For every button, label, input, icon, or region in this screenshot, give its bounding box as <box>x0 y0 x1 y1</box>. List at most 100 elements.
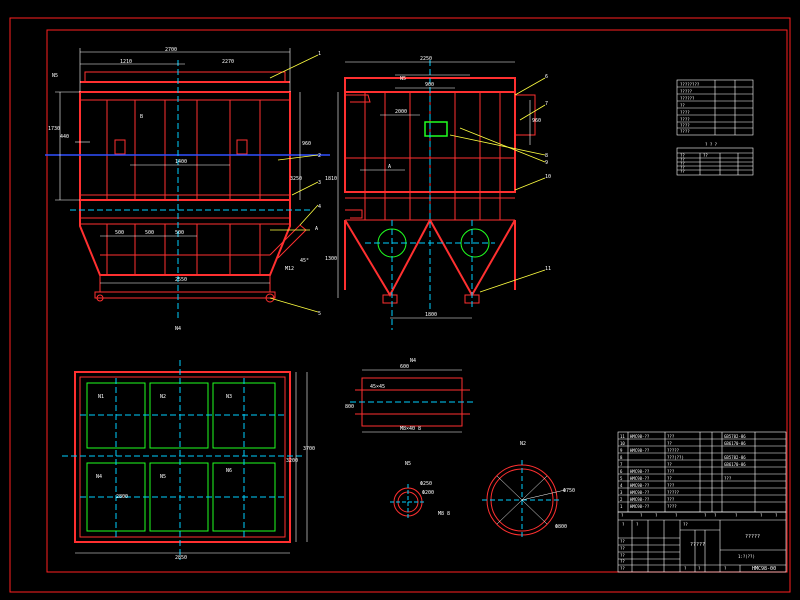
bom-row-8-no: 8 <box>620 455 623 460</box>
title-block-scale: 1:?(??) <box>738 554 755 559</box>
bom-header: ? ? ? ? ? ? ? ? ? <box>621 513 778 518</box>
side-view-balloons: 6 7 8 9 10 11 <box>545 74 551 272</box>
detail-hopper-labels: N4 600 45×45 800 M8×40 8 <box>345 358 421 432</box>
front-label-angle: 45° <box>300 258 309 264</box>
bom-row-3-name: ????? <box>667 490 680 495</box>
bom-row-7-std: GB6170-86 <box>724 462 746 467</box>
side-dim-b: 2000 <box>395 109 407 115</box>
detail-flange-title: N5 <box>405 461 411 467</box>
plan-cell-n3: N3 <box>226 394 232 400</box>
balloon-2: 2 <box>318 153 321 159</box>
bom-row-10-std: GB6170-86 <box>724 441 746 446</box>
table-top-row-1: ???????? <box>680 82 700 87</box>
bom-row-11-std: GB5782-86 <box>724 434 746 439</box>
detail-circle-dim-b: Ф800 <box>555 524 567 530</box>
bom-row-9-name: ????? <box>667 448 680 453</box>
detail-flange-dim-a: Ф250 <box>420 481 432 487</box>
sheet-inner-border <box>46 29 788 573</box>
title-block <box>617 511 787 573</box>
front-label-a: A <box>315 226 318 232</box>
title-block-cell-11: ? <box>724 566 727 571</box>
table-mid-text: ? ? ? ?? ?? ?? ?? ?? ?? <box>680 142 718 174</box>
title-block-drawing-no: HMC98-00 <box>752 566 776 572</box>
plan-view <box>62 360 308 560</box>
front-label-n5: N5 <box>52 73 58 79</box>
plan-dim-b: 3700 <box>303 446 315 452</box>
title-block-cell-2: ? <box>636 522 639 527</box>
bom-table-text: 11 HMC98-?? ??? GB5782-86 10 ?? GB6170-8… <box>620 434 746 509</box>
table-top-row-3: ?????? <box>680 96 695 101</box>
table-top-text: ???????? ????? ?????? ?? ???? ???? ???? … <box>680 82 700 134</box>
detail-circle-title: N2 <box>520 441 526 447</box>
balloon-10: 10 <box>545 174 551 180</box>
side-view <box>337 60 546 330</box>
detail-flange-dim-c: M8 8 <box>438 511 450 517</box>
plan-cell-n1: N1 <box>98 394 104 400</box>
bom-row-11-name: ??? <box>667 434 675 439</box>
detail-circle-dim-a: Ф750 <box>563 488 575 494</box>
side-dim-d: 1300 <box>325 256 337 262</box>
bom-row-4-no: 4 <box>620 483 623 488</box>
bom-header-9: ? <box>775 513 778 518</box>
front-view-balloons: 1 2 3 4 5 <box>318 51 321 317</box>
bom-row-6-no: 6 <box>620 469 623 474</box>
table-mid-row-6: ?? <box>703 153 708 158</box>
title-block-title: ????? <box>745 534 760 540</box>
bom-row-11-no: 11 <box>620 434 625 439</box>
front-dim-h: 500 <box>175 230 184 236</box>
bom-row-1-code: HMC98-?? <box>630 504 650 509</box>
bom-header-3: ? <box>655 513 658 518</box>
plan-cell-n2: N2 <box>160 394 166 400</box>
bom-header-8: ? <box>760 513 763 518</box>
title-block-cell-10: ? <box>698 566 701 571</box>
balloon-9: 9 <box>545 160 548 166</box>
balloon-5: 5 <box>318 311 321 317</box>
side-label-n5: N5 <box>400 76 406 82</box>
table-mid-row-4: ?? <box>680 165 685 170</box>
title-block-cell-9: ? <box>684 566 687 571</box>
bom-row-4-code: HMC98-?? <box>630 483 650 488</box>
front-label-m12: M12 <box>285 266 294 272</box>
detail-flange-labels: N5 Ф250 Ф200 M8 8 <box>405 461 450 517</box>
table-mid-row-1: ?? <box>680 153 685 158</box>
title-block-subtitle: ????? <box>690 542 705 548</box>
front-dim-g: 500 <box>145 230 154 236</box>
table-top-row-6: ???? <box>680 117 690 122</box>
bom-row-3-no: 3 <box>620 490 623 495</box>
table-top-row-5: ???? <box>680 110 690 115</box>
side-label-a: A <box>388 164 391 170</box>
detail-hopper-title: N4 <box>410 358 416 364</box>
table-mid-row-5: ?? <box>680 169 685 174</box>
title-block-cell-4: ?? <box>620 539 625 544</box>
side-dim-width: 2250 <box>420 56 432 62</box>
plan-dim-c: 2800 <box>116 494 128 500</box>
table-mid-row-3: ?? <box>680 161 685 166</box>
front-label-b: B <box>140 114 143 120</box>
table-mid-row-2: ?? <box>680 157 685 162</box>
title-block-cell-8: ?? <box>620 566 625 571</box>
side-dim-c: 960 <box>532 118 541 124</box>
detail-flange-dim-b: Ф200 <box>422 490 434 496</box>
bom-row-2-no: 2 <box>620 497 623 502</box>
bom-header-1: ? <box>621 513 624 518</box>
plan-cell-n5: N5 <box>160 474 166 480</box>
bom-row-2-name: ??? <box>667 497 675 502</box>
balloon-4: 4 <box>318 204 321 210</box>
detail-hopper-dim-b: 45×45 <box>370 384 385 390</box>
detail-circle <box>482 460 566 540</box>
bom-header-2: ? <box>640 513 643 518</box>
bom-row-4-name: ??? <box>667 483 675 488</box>
bom-header-4: ? <box>675 513 678 518</box>
bom-row-10-no: 10 <box>620 441 625 446</box>
side-dim-a: 900 <box>425 82 434 88</box>
table-top-row-4: ?? <box>680 103 685 108</box>
detail-hopper-dim-d: M8×40 8 <box>400 426 421 432</box>
bom-row-7-name: ?? <box>667 462 672 467</box>
balloon-1: 1 <box>318 51 321 57</box>
balloon-3: 3 <box>318 180 321 186</box>
detail-hopper-dim-c: 800 <box>345 404 354 410</box>
table-top-row-8: ???? <box>680 129 690 134</box>
bom-row-5-name: ?? <box>667 476 672 481</box>
front-dim-d: 1400 <box>175 159 187 165</box>
detail-flange <box>390 484 426 520</box>
